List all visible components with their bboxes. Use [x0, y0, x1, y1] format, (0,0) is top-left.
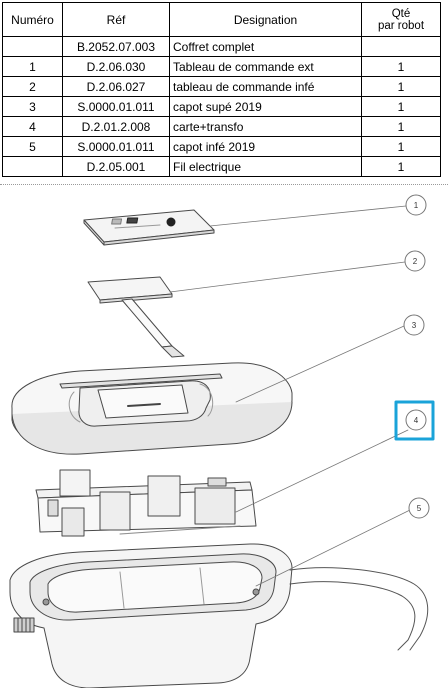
cell-num: 4	[2, 116, 63, 137]
cell-num	[2, 36, 63, 57]
header-qty-line1: Qté	[391, 7, 411, 20]
cell-ref: S.0000.01.011	[62, 136, 170, 157]
cell-qty: 1	[361, 76, 441, 97]
cell-designation: capot supé 2019	[169, 96, 362, 117]
table-row: D.2.05.001 Fil electrique 1	[2, 156, 441, 177]
callout-label-2: 2	[413, 257, 418, 266]
header-designation: Designation	[169, 2, 362, 37]
cell-num: 3	[2, 96, 63, 117]
callout-label-5: 5	[417, 504, 422, 513]
cell-designation: Coffret complet	[169, 36, 362, 57]
cell-designation: Tableau de commande ext	[169, 56, 362, 77]
part-control-panel-ext	[83, 209, 215, 246]
cell-num: 1	[2, 56, 63, 77]
table-row: 2 D.2.06.027 tableau de commande infé 1	[2, 76, 441, 97]
callout-label-3: 3	[412, 321, 417, 330]
cell-qty: 1	[361, 96, 441, 117]
cell-num: 5	[2, 136, 63, 157]
cell-ref: D.2.06.027	[62, 76, 170, 97]
cell-num: 2	[2, 76, 63, 97]
part-control-panel-inner	[87, 276, 185, 358]
cell-num	[2, 156, 63, 177]
table-row: 1 D.2.06.030 Tableau de commande ext 1	[2, 56, 441, 77]
callout-label-1: 1	[414, 201, 419, 210]
cell-ref: D.2.01.2.008	[62, 116, 170, 137]
callout-2	[404, 250, 426, 272]
callout-leaders	[169, 205, 411, 587]
exploded-diagram: 1 2 3 4 5	[9, 194, 435, 688]
part-bottom-housing	[9, 543, 429, 688]
cell-ref: S.0000.01.011	[62, 96, 170, 117]
cell-qty	[361, 36, 441, 57]
cell-designation: Fil electrique	[169, 156, 362, 177]
part-top-cover	[11, 362, 293, 455]
callout-1	[405, 194, 427, 216]
table-row: B.2052.07.003 Coffret complet	[2, 36, 441, 57]
callout-4	[394, 400, 435, 441]
callout-label-4: 4	[414, 416, 419, 425]
cell-qty: 1	[361, 136, 441, 157]
header-qty-line2: par robot	[377, 19, 425, 32]
table-row: 4 D.2.01.2.008 carte+transfo 1	[2, 116, 441, 137]
header-numero: Numéro	[2, 2, 63, 37]
cell-designation: tableau de commande infé	[169, 76, 362, 97]
section-divider	[0, 184, 448, 185]
table-row: 3 S.0000.01.011 capot supé 2019 1	[2, 96, 441, 117]
callout-5	[408, 497, 430, 519]
cell-ref: D.2.05.001	[62, 156, 170, 177]
cell-designation: capot infé 2019	[169, 136, 362, 157]
cell-qty: 1	[361, 156, 441, 177]
cell-qty: 1	[361, 56, 441, 77]
cell-designation: carte+transfo	[169, 116, 362, 137]
table-row: 5 S.0000.01.011 capot infé 2019 1	[2, 136, 441, 157]
cell-qty: 1	[361, 116, 441, 137]
header-ref: Réf	[62, 2, 170, 37]
callout-3	[403, 314, 425, 336]
part-card-transfo	[35, 469, 257, 537]
cell-ref: D.2.06.030	[62, 56, 170, 77]
cell-ref: B.2052.07.003	[62, 36, 170, 57]
